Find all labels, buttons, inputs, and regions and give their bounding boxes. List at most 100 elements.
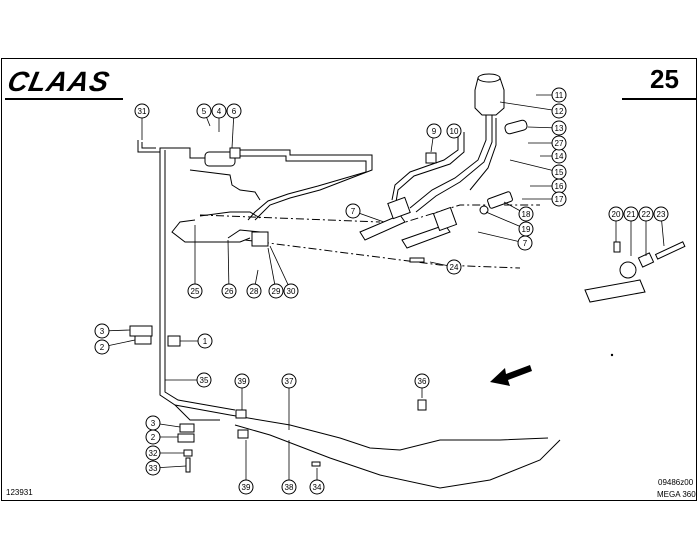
callout-circle — [283, 283, 299, 299]
callout-label: 4 — [217, 107, 222, 116]
callout-label: 3 — [151, 419, 156, 428]
hose-reservoir-1 — [409, 115, 487, 209]
header-rule-left — [5, 98, 123, 100]
callout-label: 7 — [523, 239, 528, 248]
callout-label: 11 — [555, 91, 564, 100]
pipe-37 — [229, 414, 549, 451]
callout-label: 38 — [285, 483, 294, 492]
callout-label: 19 — [522, 225, 531, 234]
callout-label: 39 — [238, 377, 247, 386]
callout-circle — [94, 339, 110, 355]
header-rule-right — [622, 98, 697, 100]
callout-circle — [551, 120, 567, 136]
scatter-dot — [610, 353, 614, 357]
callout-label: 5 — [202, 107, 207, 116]
callout-label: 28 — [250, 287, 259, 296]
hose-31-inner — [141, 142, 156, 149]
callout-label: 16 — [555, 182, 564, 191]
callout-label: 26 — [225, 287, 234, 296]
fitting-18 — [487, 191, 513, 209]
shaft-assembly — [584, 279, 646, 303]
bracket-3-upper — [129, 325, 153, 337]
callout-label: 1 — [203, 337, 208, 346]
callout-label: 36 — [418, 377, 427, 386]
callout-label: 35 — [200, 376, 209, 385]
callout-circle — [187, 283, 203, 299]
callout-circle — [551, 87, 567, 103]
callout-circle — [94, 323, 110, 339]
callout-circle — [551, 191, 567, 207]
callout-label: 10 — [450, 127, 459, 136]
callout-leader — [269, 245, 292, 292]
callout-circle — [281, 479, 297, 495]
callout-circle — [518, 221, 534, 237]
callout-label: 29 — [272, 287, 281, 296]
callout-circle — [197, 333, 213, 349]
callout-label: 20 — [612, 210, 621, 219]
callout-label: 18 — [522, 210, 531, 219]
callout-label: 25 — [191, 287, 200, 296]
clamp-13 — [504, 119, 528, 135]
bolt-33 — [185, 457, 191, 473]
callout-circle — [518, 206, 534, 222]
cylinder-7-lower — [401, 224, 451, 249]
pipe-26 — [199, 211, 261, 219]
page-number: 25 — [650, 64, 679, 94]
nut-9 — [425, 152, 437, 164]
image-code: 09486z00 — [658, 478, 694, 487]
hose-reservoir-1b — [415, 115, 493, 213]
callout-label: 6 — [232, 107, 237, 116]
drawing-number: 123931 — [6, 488, 33, 497]
part-20 — [613, 241, 621, 253]
callout-circle — [234, 373, 250, 389]
sleeve-22 — [637, 252, 655, 268]
reference-line-3 — [379, 204, 540, 231]
callout-circle — [623, 206, 639, 222]
callout-label: 17 — [555, 195, 564, 204]
pipe-25 — [171, 219, 251, 243]
reservoir-12 — [474, 77, 505, 116]
cylinder-mount-lower — [432, 206, 458, 232]
callout-label: 27 — [555, 139, 564, 148]
callout-circle — [145, 445, 161, 461]
pipe-35 — [159, 148, 231, 416]
valve-nut — [229, 147, 241, 159]
bolt-23 — [654, 241, 686, 260]
callout-leader — [227, 239, 230, 292]
callout-circle — [196, 103, 212, 119]
callout-circle — [145, 415, 161, 431]
bracket-2-lower — [177, 433, 195, 443]
callout-circle — [246, 283, 262, 299]
machine-model: MEGA 360 — [657, 490, 696, 499]
pipe-to-valve — [189, 169, 261, 201]
callout-circle — [226, 103, 242, 119]
callout-circle — [309, 479, 325, 495]
callout-circle — [221, 283, 237, 299]
pipe-10b — [395, 132, 465, 203]
ring-19 — [479, 205, 489, 215]
callout-label: 12 — [555, 107, 564, 116]
callout-circle — [446, 259, 462, 275]
callout-label: 22 — [642, 210, 651, 219]
callout-label: 21 — [627, 210, 636, 219]
callout-label: 32 — [149, 449, 158, 458]
label-plate-1 — [167, 335, 181, 347]
cylinder-7-upper — [359, 214, 406, 241]
callout-leader — [477, 231, 526, 244]
callout-leader — [499, 101, 560, 112]
reference-line-1 — [199, 214, 381, 223]
callout-label: 2 — [100, 343, 105, 352]
fitting-36 — [417, 399, 427, 411]
callout-circle — [211, 103, 227, 119]
callout-label: 3 — [100, 327, 105, 336]
callout-circle — [134, 103, 150, 119]
pipe-38 — [234, 424, 561, 489]
nut-32 — [183, 449, 193, 457]
callout-label: 13 — [555, 124, 564, 133]
pipe-10 — [391, 130, 459, 201]
callout-circle — [281, 373, 297, 389]
callout-label: 7 — [351, 207, 356, 216]
bracket-2-upper — [134, 335, 152, 345]
callout-label: 39 — [242, 483, 251, 492]
